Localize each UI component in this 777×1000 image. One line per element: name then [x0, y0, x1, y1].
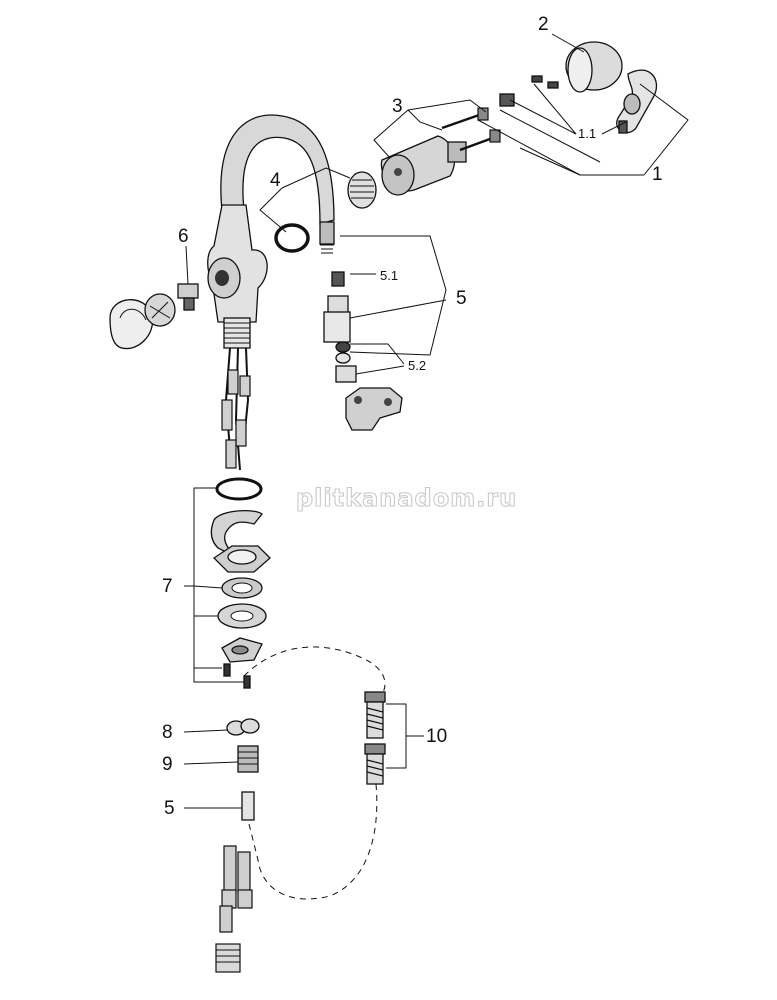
- supply-hoses: [221, 347, 251, 471]
- side-valve-insert: [177, 283, 199, 311]
- pull-out-hose-dashed: [243, 646, 386, 900]
- lower-supply-hoses: [215, 845, 253, 973]
- callout-7: 7: [162, 576, 173, 597]
- mounting-kit: [210, 477, 271, 689]
- body-o-ring: [274, 223, 310, 253]
- handle-set-screw: [618, 120, 628, 134]
- callout-5-1: 5.1: [380, 268, 398, 283]
- callout-4: 4: [270, 170, 281, 191]
- hose-weights: [364, 691, 386, 785]
- cartridge: [380, 135, 467, 196]
- thread-ring: [347, 171, 377, 209]
- callout-10: 10: [426, 726, 447, 747]
- cover-cap: [565, 41, 623, 93]
- faucet-body: [207, 114, 335, 349]
- hose-adapter-nut: [237, 745, 259, 773]
- callout-1: 1: [652, 164, 663, 185]
- callout-1-1: 1.1: [578, 126, 596, 141]
- callout-2: 2: [538, 14, 549, 35]
- seal-washers: [226, 718, 260, 736]
- cartridge-bolts: [441, 107, 501, 152]
- watermark-text: plitkanadom.ru: [296, 484, 517, 512]
- lower-hose-connector: [241, 791, 255, 821]
- callout-8: 8: [162, 722, 173, 743]
- spout-tip-thread: [320, 244, 334, 254]
- small-screws: [499, 75, 559, 107]
- callout-3: 3: [392, 96, 403, 117]
- side-knob: [109, 293, 176, 350]
- callout-5-lower: 5: [164, 798, 175, 819]
- callout-6: 6: [178, 226, 189, 247]
- leader-lines: [183, 33, 689, 809]
- callout-5: 5: [456, 288, 467, 309]
- hose-connector-set: [323, 271, 403, 431]
- callout-5-2: 5.2: [408, 358, 426, 373]
- callout-9: 9: [162, 754, 173, 775]
- lever-handle: [616, 69, 658, 134]
